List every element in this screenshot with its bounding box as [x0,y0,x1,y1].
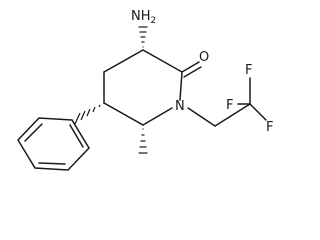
amine-label: NH2 [131,9,156,26]
molecule-canvas: NH2 O N F F F [17,9,273,171]
hashed-wedge-amine [138,26,148,48]
bond-n1-c6 [142,107,173,126]
carbonyl-double-bond-b [183,66,202,78]
fluorine-top-label: F [245,63,252,78]
bond-c3-c2 [142,49,183,73]
structure-diagram: NH2 O N F F F [17,9,273,171]
hashed-wedge-methyl [138,128,148,154]
phenyl-inner-bond-2 [38,162,66,165]
phenyl-inner-bond-1 [24,123,43,142]
carbonyl-oxygen-label: O [199,50,209,65]
phenyl-ring [17,117,90,171]
hashed-wedge-phenyl [74,104,101,125]
phenyl-inner-bond-3 [69,124,84,148]
fluorine-left-label: F [226,98,233,113]
bond-c6-c5 [103,102,144,126]
bond-ch2-cf3 [214,103,251,127]
bond-c-f-right [249,103,267,121]
bond-c4-c3 [103,49,144,73]
fluorine-right-label: F [266,120,273,135]
bond-n1-ch2 [187,107,216,127]
ring-nitrogen-label: N [175,99,185,114]
carbonyl-double-bond-a [181,61,200,73]
bond-c2-n1 [179,71,183,101]
